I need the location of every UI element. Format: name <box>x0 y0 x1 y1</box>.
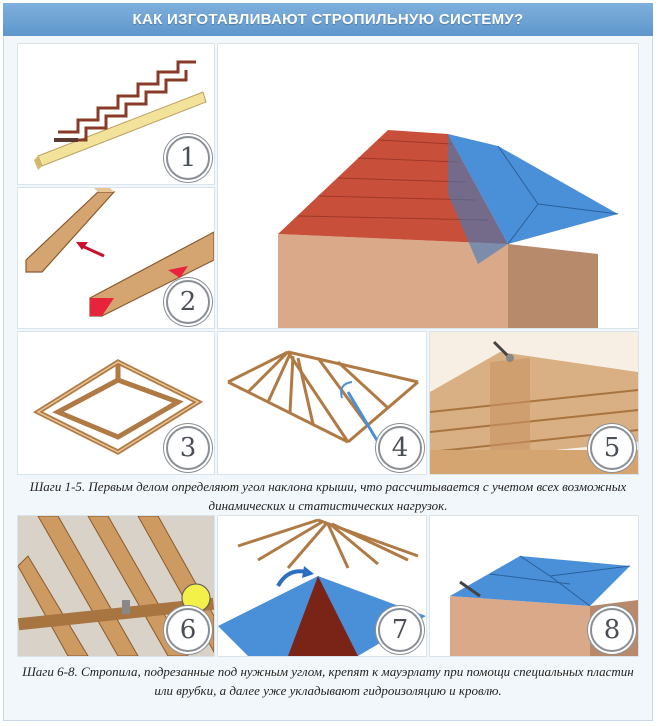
step-5-panel: 5 <box>430 332 638 474</box>
step-4-illustration <box>227 350 419 444</box>
step-3-panel: 3 <box>18 332 214 474</box>
step-4-panel: 4 <box>218 332 426 474</box>
finished-roof-panel <box>218 44 638 328</box>
step-8-panel: 8 <box>430 516 638 656</box>
step-number-3: 3 <box>166 426 210 470</box>
step-5-illustration <box>430 332 638 474</box>
step-7-illustration <box>218 518 426 656</box>
step-number-5: 5 <box>590 426 634 470</box>
step-3-illustration <box>32 359 204 455</box>
finished-roof-illustration <box>278 130 619 328</box>
step-number-2: 2 <box>166 280 210 324</box>
step-number-1: 1 <box>166 136 210 180</box>
step-7-panel: 7 <box>218 516 426 656</box>
step-2-panel: 2 <box>18 188 214 328</box>
step-number-6: 6 <box>166 608 210 652</box>
step-6-panel: 6 <box>18 516 214 656</box>
page-title: КАК ИЗГОТАВЛИВАЮТ СТРОПИЛЬНУЮ СИСТЕМУ? <box>132 11 524 28</box>
caption-steps-1-5: Шаги 1-5. Первым делом определяют угол н… <box>29 479 627 513</box>
step-number-7: 7 <box>378 608 422 652</box>
step-number-4: 4 <box>378 426 422 470</box>
header-bar: КАК ИЗГОТАВЛИВАЮТ СТРОПИЛЬНУЮ СИСТЕМУ? <box>3 3 653 36</box>
step-number-8: 8 <box>590 608 634 652</box>
step-1-illustration <box>34 60 207 170</box>
step-2-illustration <box>25 188 214 317</box>
step-1-panel: 1 <box>18 44 214 184</box>
caption-steps-6-8: Шаги 6-8. Стропила, подрезанные под нужн… <box>22 664 634 698</box>
